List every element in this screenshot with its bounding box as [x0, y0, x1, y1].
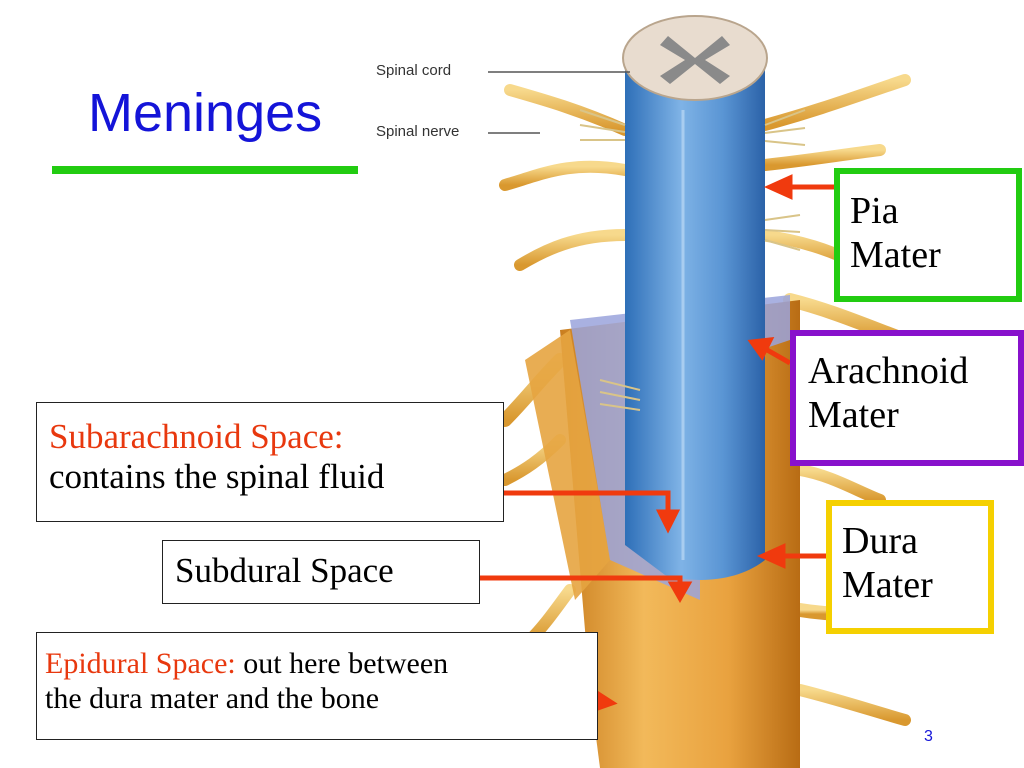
- slide-title: Meninges: [88, 83, 323, 143]
- title-underline: [52, 166, 358, 174]
- nerve-right-7: [794, 684, 911, 726]
- pia-mater-callout: Pia Mater: [834, 168, 1022, 302]
- spinal-cord-body: [625, 70, 765, 580]
- dura-mater-flap: [525, 330, 610, 600]
- subarachnoid-arrow: [504, 490, 671, 515]
- callout-arrows: [480, 174, 835, 714]
- nerve-left-3: [514, 229, 631, 271]
- pia-line1: Pia: [850, 190, 899, 232]
- subarachnoid-heading: Subarachnoid Space:: [49, 417, 344, 456]
- nerve-right-2: [759, 144, 886, 171]
- pia-line2: Mater: [850, 233, 941, 276]
- spinal-nerve-label: Spinal nerve: [376, 123, 460, 140]
- dura-mater-callout: Dura Mater: [826, 500, 994, 634]
- arachnoid-mater-callout: Arachnoid Mater: [790, 330, 1024, 466]
- arachnoid-line2: Mater: [808, 393, 899, 436]
- nerve-left-2: [499, 160, 631, 191]
- page-number: 3: [924, 728, 933, 745]
- nerve-left-1: [504, 84, 631, 136]
- subarachnoid-text: contains the spinal fluid: [49, 457, 385, 497]
- nerve-right-1: [759, 74, 911, 131]
- epidural-line2: the dura mater and the bone: [45, 681, 380, 715]
- spinal-cord-label: Spinal cord: [376, 62, 452, 79]
- subarachnoid-callout: Subarachnoid Space: contains the spinal …: [36, 402, 504, 522]
- arachnoid-line1: Arachnoid: [808, 350, 969, 392]
- gray-matter-butterfly: [660, 36, 730, 84]
- epidural-heading: Epidural Space:: [45, 647, 236, 680]
- subdural-text: Subdural Space: [175, 551, 394, 590]
- epidural-callout: Epidural Space: out here between the dur…: [36, 632, 598, 740]
- epidural-text: out here between: [235, 647, 449, 680]
- nerve-rootlets: [579, 109, 806, 411]
- subdural-callout: Subdural Space: [162, 540, 480, 604]
- dura-line1: Dura: [842, 520, 918, 562]
- dura-line2: Mater: [842, 563, 933, 606]
- nerve-right-5: [794, 464, 886, 506]
